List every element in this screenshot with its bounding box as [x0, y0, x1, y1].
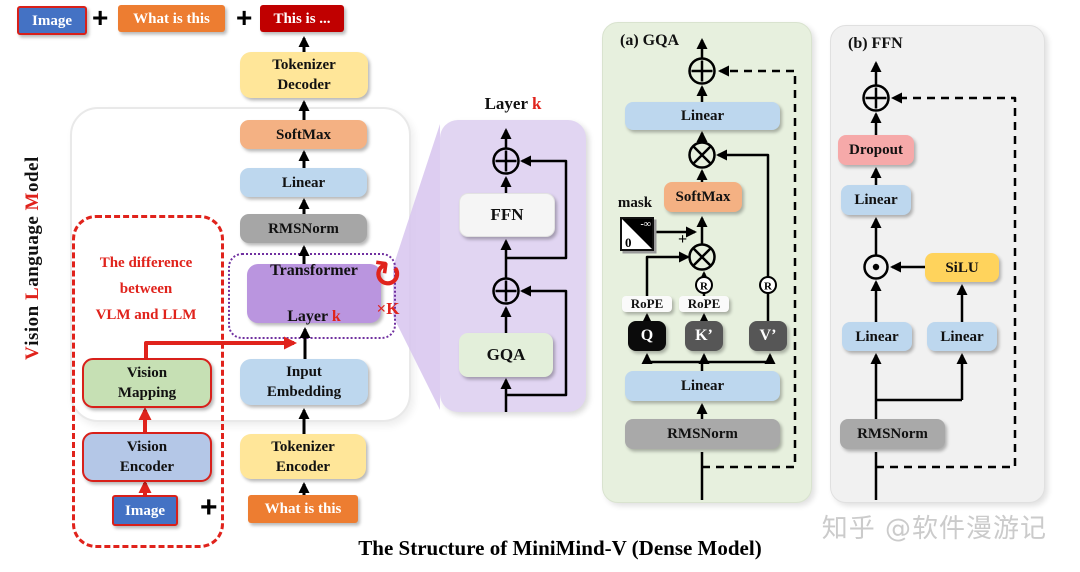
vision-encoder-box: Vision Encoder [82, 432, 212, 482]
gqa-rmsnorm-box: RMSNorm [625, 419, 780, 449]
tokenizer-decoder-box: Tokenizer Decoder [240, 52, 368, 98]
linear-box: Linear [240, 168, 367, 197]
ffn-dropout-box: Dropout [838, 135, 914, 165]
gqa-linear-top-box: Linear [625, 102, 780, 130]
rope-box-q: RoPE [622, 296, 672, 312]
vision-mapping-box: Vision Mapping [82, 358, 212, 408]
mask-add-sign: + [678, 231, 688, 248]
rope-box-k: RoPE [679, 296, 729, 312]
ffn-block: FFN [459, 193, 555, 237]
answer-token-box: This is ... [260, 5, 344, 32]
input-embedding-box: Input Embedding [240, 359, 368, 405]
plus-sign: + [92, 2, 109, 33]
gqa-linear-bottom-box: Linear [625, 371, 780, 401]
ffn-linear-top-box: Linear [841, 185, 911, 215]
layer-k-title: Layer k [484, 94, 542, 113]
image-token-box: Image [17, 6, 87, 35]
image-token-box-bottom: Image [112, 495, 178, 526]
question-token-box-bottom: What is this [248, 495, 358, 523]
ffn-panel-title: (b) FFN [848, 35, 903, 52]
mask-zero-value: 0 [625, 235, 632, 250]
gqa-softmax-box: SoftMax [664, 182, 742, 212]
transformer-layer-box: Transformer Layer k [247, 262, 381, 325]
tokenizer-encoder-box: Tokenizer Encoder [240, 434, 366, 479]
diagram-caption: The Structure of MiniMind-V (Dense Model… [358, 536, 762, 560]
mask-label: mask [617, 195, 653, 211]
gqa-block: GQA [459, 333, 553, 377]
key-box: K’ [685, 321, 723, 351]
plus-sign: + [200, 491, 218, 524]
question-token-box: What is this [118, 5, 225, 32]
ffn-rmsnorm-box: RMSNorm [840, 419, 945, 449]
softmax-box: SoftMax [240, 120, 367, 149]
gqa-panel-title: (a) GQA [620, 32, 680, 49]
mask-neg-inf-value: -∞ [640, 219, 651, 230]
vlm-llm-difference-note: The difference between VLM and LLM [95, 255, 197, 323]
repeat-loop-icon: ↻ [369, 253, 405, 298]
ffn-linear-right-box: Linear [927, 322, 997, 351]
rmsnorm-box: RMSNorm [240, 214, 367, 243]
query-box: Q [628, 321, 666, 351]
plus-sign: + [236, 2, 253, 33]
vision-language-model-label: Vision Language Model [22, 156, 43, 360]
repeat-count-label: ×K [376, 299, 400, 318]
ffn-linear-left-box: Linear [842, 322, 912, 351]
value-box: V’ [749, 321, 787, 351]
ffn-silu-box: SiLU [925, 253, 999, 282]
watermark: 知乎 @软件漫游记 [821, 514, 1047, 544]
vlm-llm-difference-outline [72, 215, 224, 548]
mask-icon: -∞ 0 [620, 217, 654, 251]
